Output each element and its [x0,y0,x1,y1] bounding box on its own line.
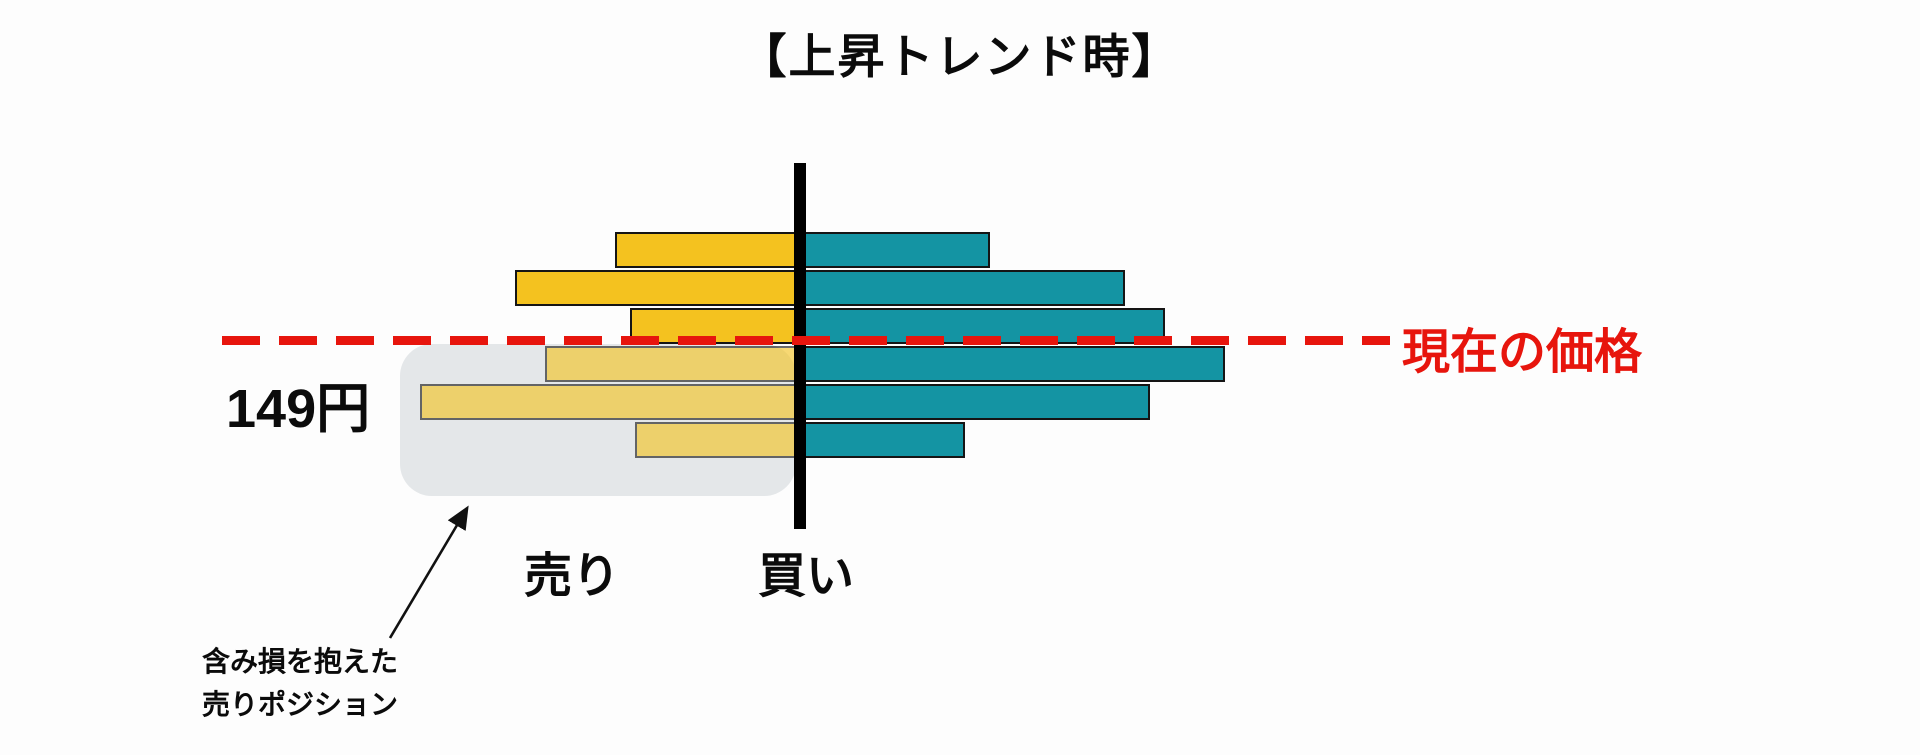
sell-bar [420,384,800,420]
buy-bar [800,346,1225,382]
buy-side-label: 買い [757,550,854,603]
annotation-line-2: 売りポジション [201,689,398,721]
annotation-text: 含み損を抱えた 売りポジション [160,640,440,727]
annotation-line-1: 含み損を抱えた [201,646,398,677]
sell-bar [545,346,800,382]
sell-bar [635,422,800,458]
buy-bar [800,422,965,458]
current-price-label: 現在の価格 [1402,326,1643,379]
center-axis-line [794,163,806,529]
sell-bar [515,270,800,306]
sell-bar [615,232,800,268]
annotation-arrow [388,505,469,639]
buy-bar [800,270,1125,306]
sell-side-label: 売り [523,550,620,603]
price-level-label: 149円 [226,379,371,439]
buy-bar [800,384,1150,420]
page-title: 【上昇トレンド時】 [739,30,1181,83]
buy-bar [800,232,990,268]
arrow-line [388,505,469,639]
current-price-dashed-line [222,336,1390,345]
